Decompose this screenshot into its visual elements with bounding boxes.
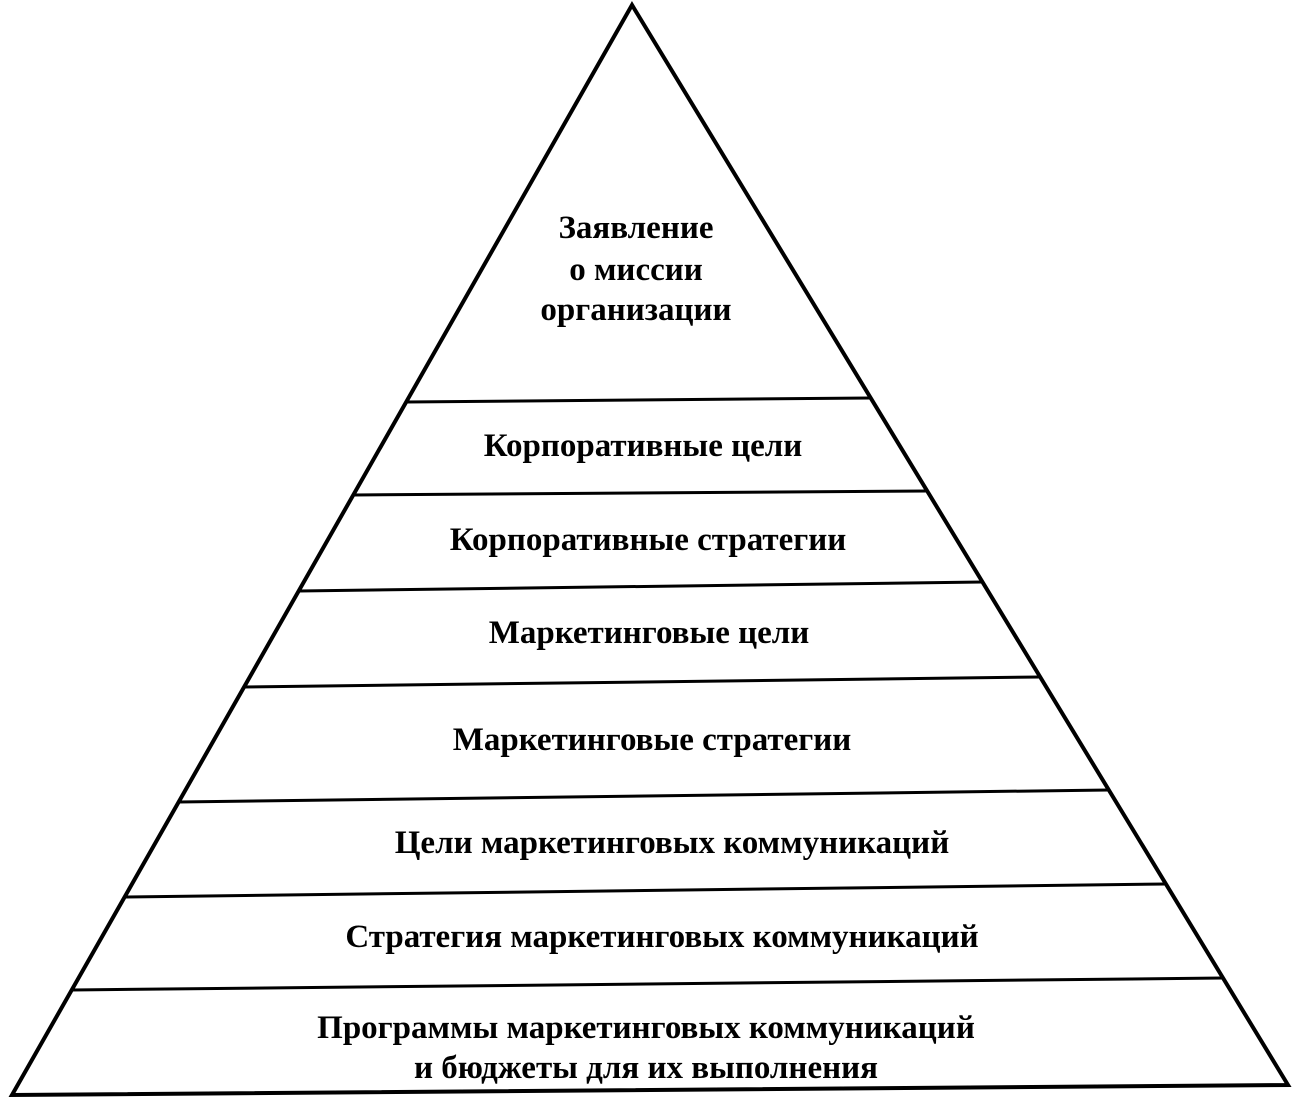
- divider-below-corporate-strategies: [298, 580, 983, 593]
- tier-marketing-strategies: Маркетинговые стратегии: [453, 722, 852, 758]
- divider-below-marketing-goals: [244, 675, 1041, 689]
- tier-corporate-strategies: Корпоративные стратегии: [450, 522, 847, 558]
- tier-marcom-goals: Цели маркетинговых коммуникаций: [395, 825, 949, 861]
- tier-marketing-goals: Маркетинговые цели: [489, 615, 810, 651]
- divider-below-marcom-strategy: [71, 976, 1224, 992]
- tier-marcom-strategy: Стратегия маркетинговых коммуникаций: [345, 919, 978, 955]
- tier-marcom-programs-line-1: Программы маркетинговых коммуникаций: [317, 1010, 975, 1046]
- tier-dividers: [71, 396, 1224, 992]
- divider-below-corporate-goals: [353, 489, 928, 497]
- tier-mission-line-1: Заявление: [559, 210, 714, 246]
- divider-below-mission: [406, 396, 871, 404]
- tier-mission-line-3: организации: [540, 292, 731, 328]
- divider-below-marketing-strategies: [178, 788, 1109, 804]
- tier-marcom-programs-line-2: и бюджеты для их выполнения: [414, 1050, 878, 1086]
- pyramid-outline: [8, 1, 1292, 1098]
- tier-mission-line-2: о миссии: [569, 252, 703, 288]
- divider-below-marcom-goals: [124, 882, 1166, 899]
- tier-corporate-goals: Корпоративные цели: [484, 428, 803, 464]
